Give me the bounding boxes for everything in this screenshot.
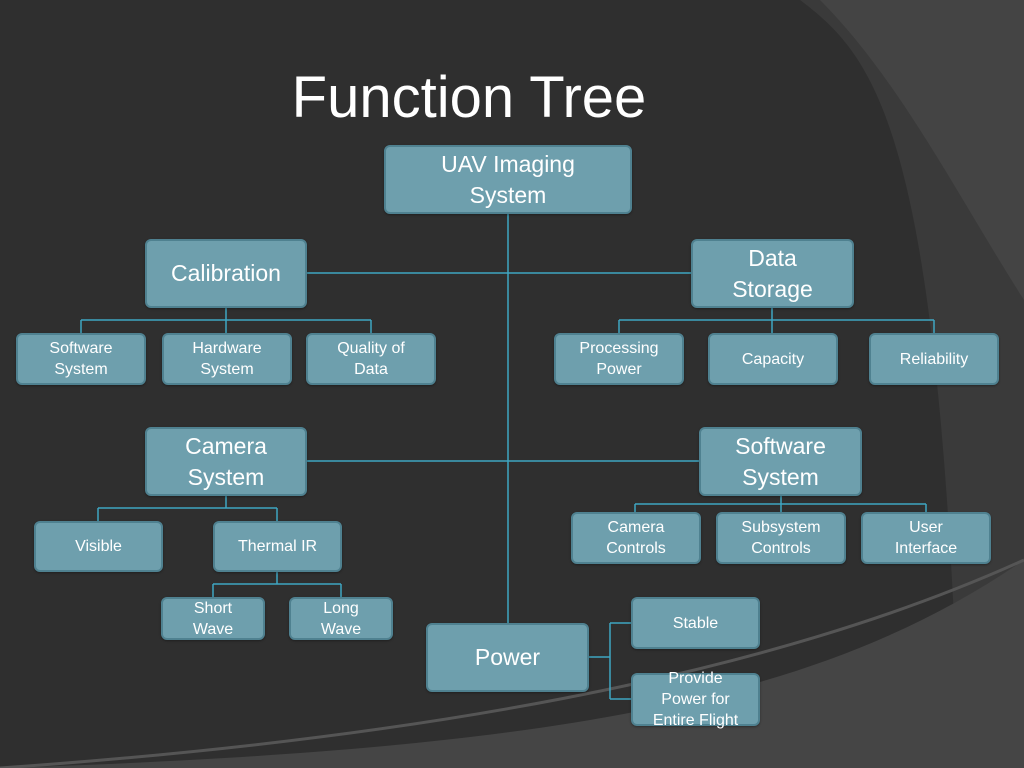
node-software-system: Software System (699, 427, 862, 496)
node-thermal-ir: Thermal IR (213, 521, 342, 572)
node-stable: Stable (631, 597, 760, 649)
node-user-interface: User Interface (861, 512, 991, 564)
node-camera-system: Camera System (145, 427, 307, 496)
node-hardware-system: Hardware System (162, 333, 292, 385)
node-provide-power-for-entire-flight: Provide Power for Entire Flight (631, 670, 760, 729)
node-data-storage: Data Storage (691, 239, 854, 308)
node-capacity: Capacity (708, 333, 838, 385)
node-visible: Visible (34, 521, 163, 572)
node-power: Power (426, 623, 589, 692)
node-long-wave: Long Wave (289, 597, 393, 640)
node-short-wave: Short Wave (161, 597, 265, 640)
node-reliability: Reliability (869, 333, 999, 385)
node-subsystem-controls: Subsystem Controls (716, 512, 846, 564)
slide-title: Function Tree (291, 65, 647, 130)
node-uav-imaging-system: UAV Imaging System (384, 145, 632, 214)
node-processing-power: Processing Power (554, 333, 684, 385)
node-calibration: Calibration (145, 239, 307, 308)
node-software-system-leaf: Software System (16, 333, 146, 385)
node-quality-of-data: Quality of Data (306, 333, 436, 385)
node-camera-controls: Camera Controls (571, 512, 701, 564)
